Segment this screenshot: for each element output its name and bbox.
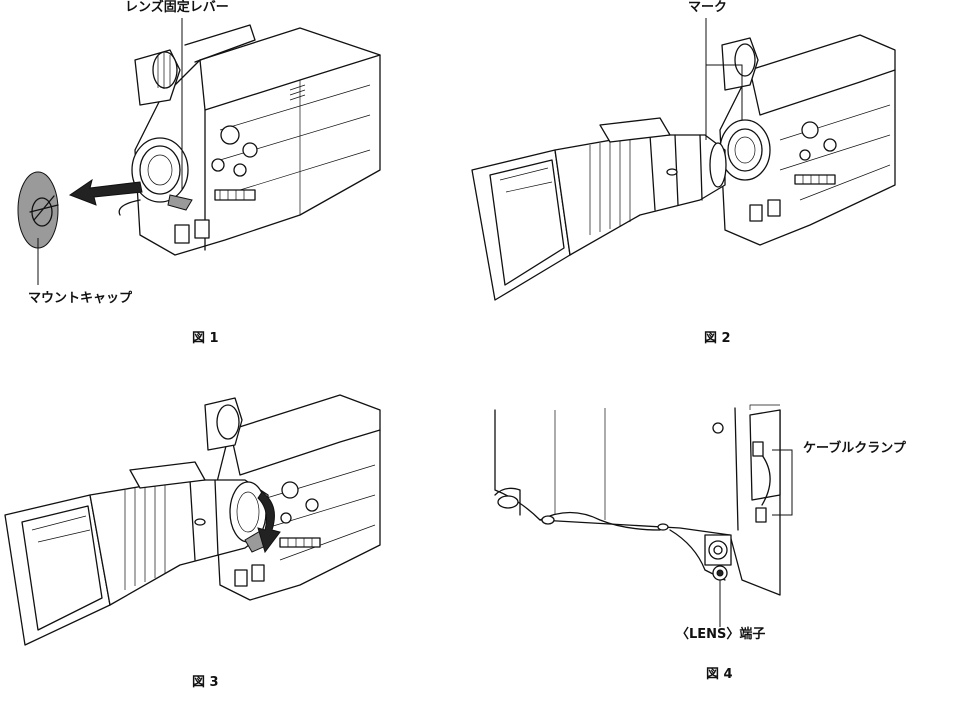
label-cable-clamp: ケーブルクランプ bbox=[803, 441, 906, 456]
figure-4-caption: 図 4 bbox=[706, 667, 733, 682]
figure-4: ケーブルクランプ 〈LENS〉端子 図 4 bbox=[480, 380, 964, 714]
camera-body-fig2 bbox=[719, 34, 896, 246]
camera-body-fig1 bbox=[118, 24, 381, 256]
rotation-arrow bbox=[257, 491, 281, 554]
figure-3: 図 3 bbox=[0, 380, 480, 714]
figure-1-illustration bbox=[17, 18, 381, 285]
label-lens-terminal: 〈LENS〉端子 bbox=[676, 627, 766, 642]
mount-cap bbox=[17, 171, 59, 249]
zoom-lens-fig3 bbox=[4, 461, 269, 646]
label-lens-lock-lever: レンズ固定レバー bbox=[125, 0, 229, 15]
label-mark: マーク bbox=[688, 0, 728, 15]
figure-3-illustration bbox=[4, 394, 381, 646]
figure-1-caption: 図 1 bbox=[192, 331, 219, 346]
camera-side-fig4 bbox=[494, 404, 781, 596]
figure-2-illustration bbox=[471, 18, 896, 301]
zoom-lens-fig2 bbox=[471, 117, 727, 301]
label-mount-cap: マウントキャップ bbox=[28, 291, 133, 306]
figure-3-caption: 図 3 bbox=[192, 675, 219, 690]
figure-1: レンズ固定レバー マウントキャップ 図 1 bbox=[0, 0, 480, 357]
figure-2: マーク 図 2 bbox=[460, 0, 964, 357]
figure-2-caption: 図 2 bbox=[704, 331, 731, 346]
removal-arrow bbox=[68, 178, 143, 206]
figure-4-illustration bbox=[494, 404, 793, 627]
